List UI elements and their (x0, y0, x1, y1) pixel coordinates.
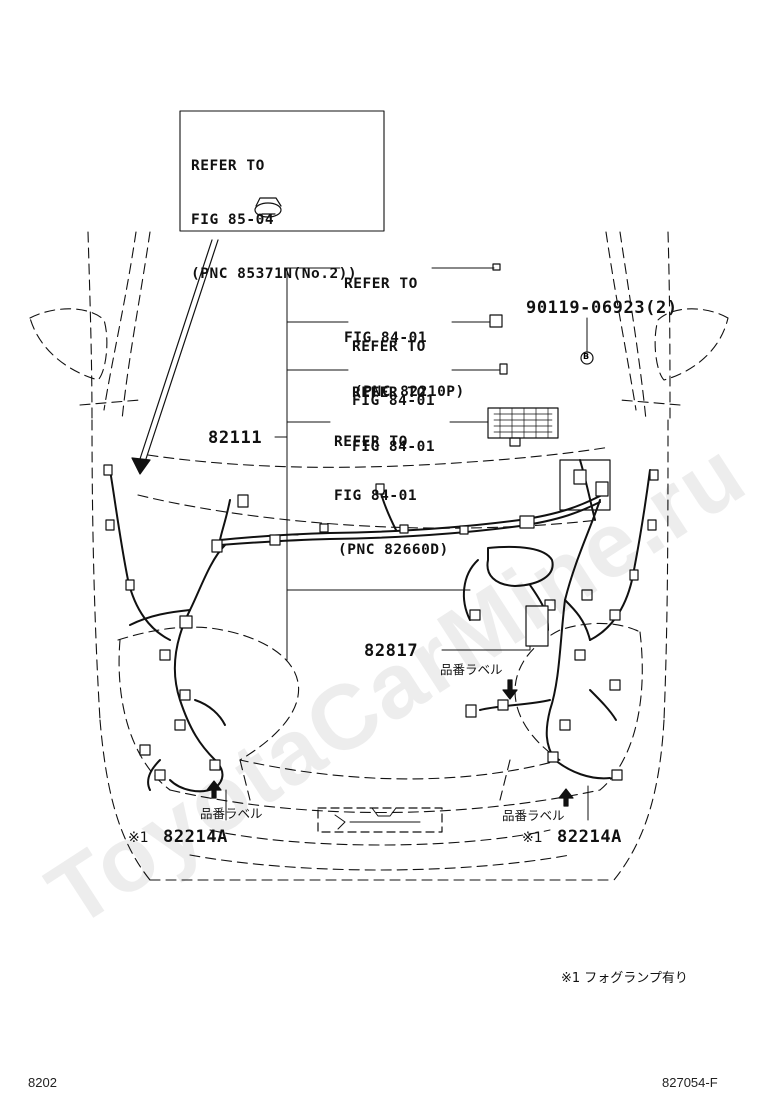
callout-box-line2: FIG 85-04 (191, 212, 275, 228)
bolt-marker-icon (580, 351, 594, 365)
label-arrow-left (206, 780, 222, 799)
part-label-right: 品番ラベル (502, 808, 565, 823)
arrow-head-icon (131, 457, 151, 475)
ref-a-line2: FIG 84-01 (344, 330, 428, 346)
footer-left-code: 8202 (28, 1075, 57, 1090)
callout-box-line1: REFER TO (191, 158, 265, 174)
callout-ref-c: REFER TO FIG 84-01 (352, 348, 435, 492)
label-arrow-right (558, 788, 574, 807)
harness-connectors (103, 464, 659, 781)
right-part-number: 82214A (557, 827, 623, 847)
connector-b-icon (489, 314, 503, 328)
harness-sub-part-number: 82817 (364, 641, 419, 661)
ref-b-line1: REFER TO (352, 339, 426, 355)
callout-box-line3: (PNC 85371N(No.2)) (191, 266, 358, 282)
ref-b-line2: FIG 84-01 (352, 393, 436, 409)
connector-c-icon (499, 363, 508, 375)
ref-a-line3: (PNC 82210P) (354, 384, 465, 400)
note-mark-right: ※1 (522, 830, 543, 846)
legend-note: ※1 フォグランプ有り (561, 971, 688, 986)
callout-ref-b: REFER TO FIG 84-01 (352, 302, 435, 446)
callout-ref-a: REFER TO FIG 84-01 (PNC 82210P) (344, 239, 465, 437)
callout-ref-d: REFER TO FIG 84-01 (PNC 82660D) (334, 397, 449, 595)
callout-box-frame (179, 110, 385, 232)
callout-box-text: REFER TO FIG 85-04 (PNC 85371N(No.2)) (191, 121, 357, 319)
connector-82210p-icon (492, 263, 501, 271)
bolt-part-number: 90119-06923(2) (526, 298, 678, 318)
note-mark-left: ※1 (128, 830, 149, 846)
part-label-center: 品番ラベル (440, 662, 503, 677)
left-part-number: 82214A (163, 827, 229, 847)
footer-right-code: 827054-F (662, 1075, 718, 1090)
clip-part-icon (254, 197, 282, 218)
license-plate-outline (317, 807, 443, 833)
vehicle-body-outline (29, 231, 729, 881)
box-leader-line (137, 239, 213, 466)
harness-main-part-number: 82111 (208, 428, 263, 448)
ref-d-line3: (PNC 82660D) (338, 542, 449, 558)
ref-a-line1: REFER TO (344, 276, 418, 292)
ref-d-line1: REFER TO (334, 434, 408, 450)
ref-c-line2: FIG 84-01 (352, 439, 436, 455)
ref-c-line1: REFER TO (352, 385, 426, 401)
label-arrow-center (502, 679, 518, 700)
junction-block-icon (487, 407, 559, 447)
bolt-marker-letter: B (583, 352, 590, 361)
part-label-left: 品番ラベル (200, 806, 263, 821)
ref-d-line2: FIG 84-01 (334, 488, 418, 504)
